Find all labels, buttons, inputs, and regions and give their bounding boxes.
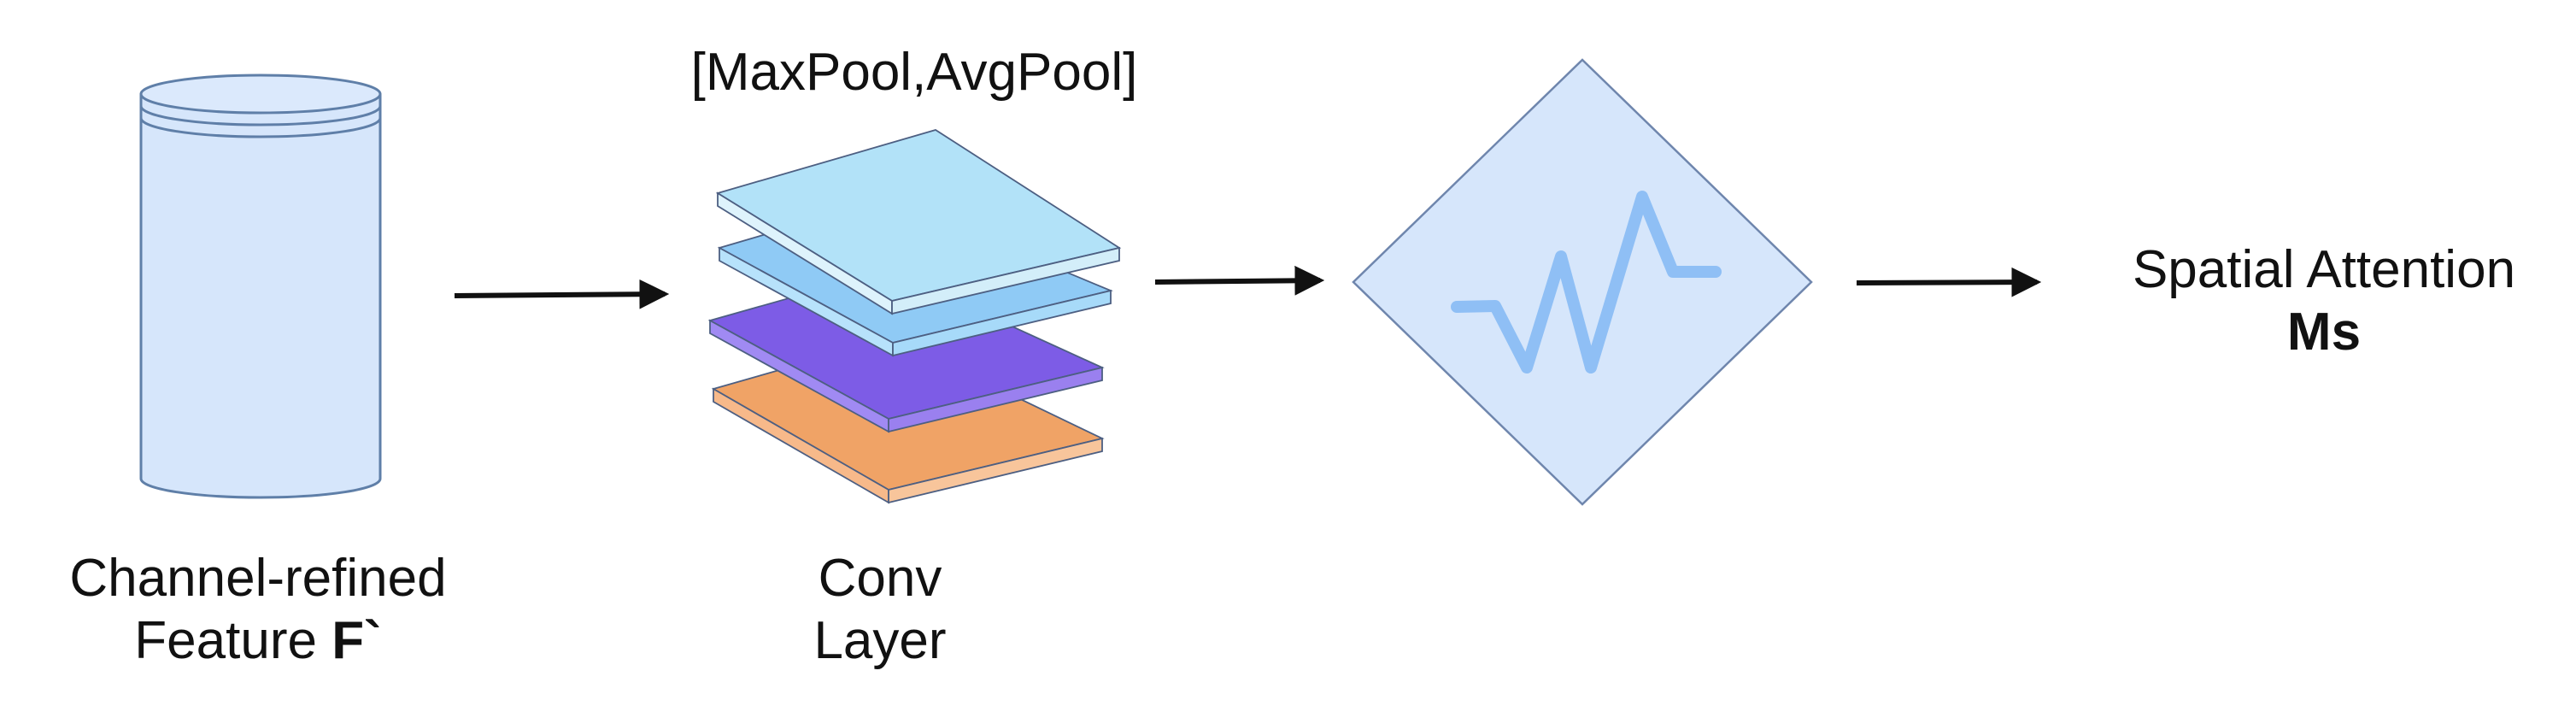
- input-feature-symbol: F`: [332, 611, 382, 671]
- arrow-input-to-conv: [454, 279, 670, 309]
- cylinder-icon: [139, 74, 382, 499]
- conv-layer-label: Conv Layer: [786, 547, 974, 672]
- stacked-layers-icon: [707, 129, 1122, 504]
- output-label-line1: Spatial Attention: [2132, 240, 2516, 299]
- conv-label-line2: Layer: [813, 611, 947, 671]
- pooling-label: [MaxPool,AvgPool]: [690, 43, 1138, 102]
- diamond-wave-icon: [1352, 58, 1813, 506]
- input-label-line2: Feature F`: [36, 609, 480, 672]
- input-label-prefix: Feature: [134, 611, 332, 671]
- arrow-activation-to-output: [1856, 267, 2042, 297]
- output-label-line2: Ms: [2286, 303, 2362, 362]
- conv-label-line1: Conv: [818, 549, 942, 608]
- light-blue-layer: [715, 129, 1122, 315]
- output-label: Spatial Attention Ms: [2085, 238, 2563, 363]
- arrow-conv-to-activation: [1154, 265, 1325, 296]
- input-label-line1: Channel-refined: [69, 549, 447, 608]
- input-feature-label: Channel-refined Feature F`: [36, 547, 480, 672]
